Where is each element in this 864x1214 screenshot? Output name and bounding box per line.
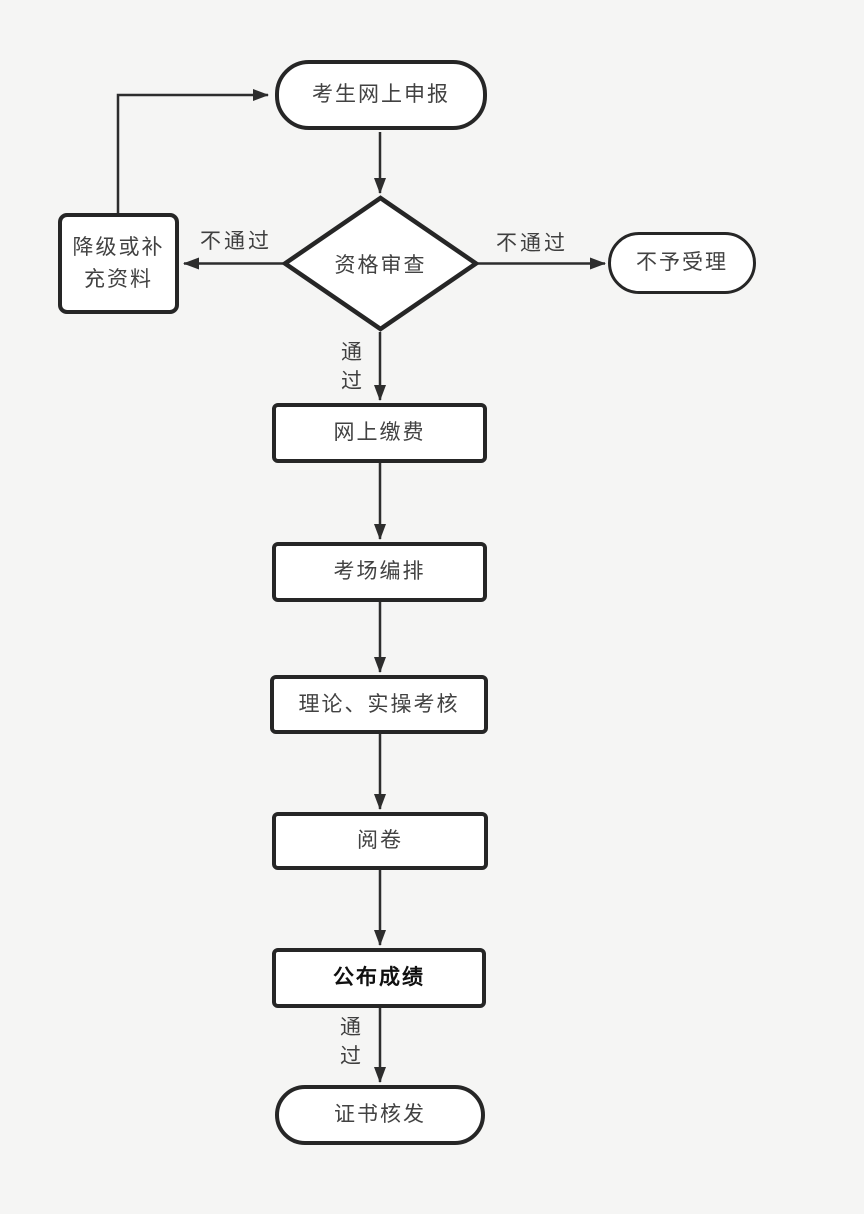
node-pay-label: 网上缴费 [333,421,426,445]
node-review-label: 资格审查 [334,253,427,277]
edge-label-fail-right: 不通过 [496,232,568,255]
node-reject: 不予受理 [608,232,756,294]
node-arrange: 考场编排 [272,542,487,602]
node-review: 资格审查 [285,198,476,329]
node-arrange-label: 考场编排 [333,560,426,584]
edge-label-fail-left: 不通过 [200,230,272,253]
node-reject-label: 不予受理 [636,251,728,275]
node-results: 公布成绩 [272,948,486,1008]
review-diamond-shape [281,195,480,332]
node-results-label: 公布成绩 [333,966,425,990]
node-apply: 考生网上申报 [275,60,487,130]
edge-label-pass-final: 通过 [340,1016,361,1069]
node-downgrade: 降级或补充资料 [58,213,179,314]
node-exam: 理论、实操考核 [270,675,488,734]
node-certificate: 证书核发 [275,1085,485,1145]
node-exam-label: 理论、实操考核 [298,692,460,716]
node-downgrade-label: 降级或补充资料 [72,236,165,291]
edge-downgrade-apply [116,89,269,213]
node-pay: 网上缴费 [272,403,487,463]
node-certificate-label: 证书核发 [334,1103,426,1127]
node-marking: 阅卷 [272,812,488,870]
edge-label-pass-mid: 通过 [341,341,362,394]
node-marking-label: 阅卷 [357,829,403,853]
node-apply-label: 考生网上申报 [312,83,450,107]
